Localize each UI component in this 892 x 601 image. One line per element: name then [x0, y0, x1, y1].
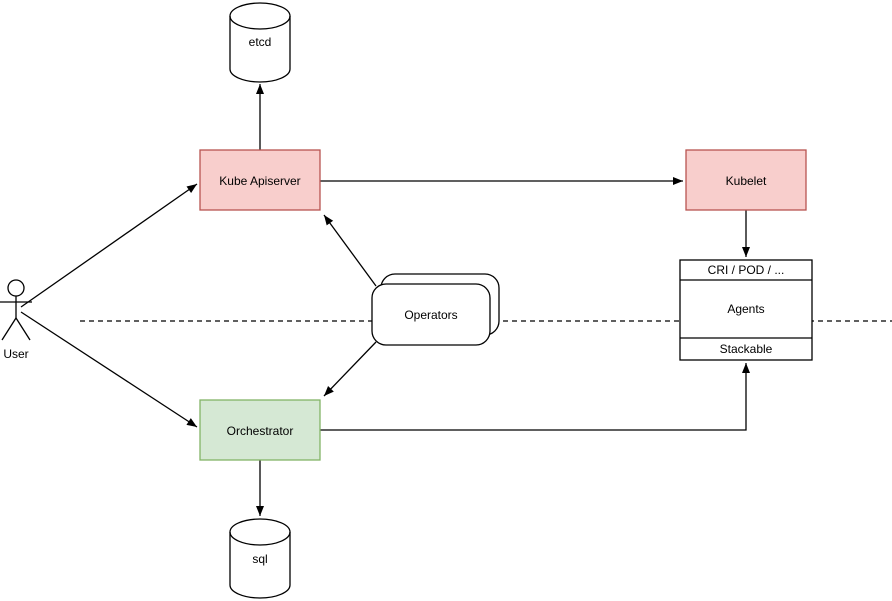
operators-node: Operators	[371, 273, 500, 346]
kube-apiserver-box	[199, 149, 321, 211]
agents-header-label: CRI / POD / ...	[708, 263, 785, 277]
etcd-label: etcd	[249, 35, 272, 49]
orchestrator-node: Orchestrator	[199, 399, 321, 461]
edge-operators-to-orchestrator	[323, 341, 377, 397]
kubelet-node: Kubelet	[685, 149, 807, 211]
kube-apiserver-label: Kube Apiserver	[219, 174, 300, 188]
user-label: User	[3, 347, 28, 361]
edge-user-to-kube-apiserver	[20, 183, 198, 308]
kube-apiserver-node: Kube Apiserver	[199, 149, 321, 211]
edge-orchestrator-to-agents-stackable	[320, 363, 750, 431]
agents-box	[679, 259, 813, 361]
user-actor-icon	[0, 279, 32, 341]
sql-node: sql	[229, 518, 291, 599]
edge-user-to-orchestrator	[20, 311, 198, 428]
database-cylinder-icon	[229, 2, 291, 83]
orchestrator-label: Orchestrator	[227, 424, 294, 438]
orchestrator-box	[199, 399, 321, 461]
etcd-node: etcd	[229, 2, 291, 83]
database-cylinder-icon	[229, 518, 291, 599]
cylinder-top-arc	[229, 15, 291, 30]
operators-front-card	[371, 283, 491, 346]
agents-node: CRI / POD / ... Agents Stackable	[679, 259, 813, 361]
kubelet-label: Kubelet	[726, 174, 767, 188]
user-node: User	[0, 279, 32, 361]
agents-label: Agents	[727, 302, 764, 316]
operators-label: Operators	[404, 308, 457, 322]
cylinder-top-arc	[229, 531, 291, 546]
kubelet-box	[685, 149, 807, 211]
agents-footer-label: Stackable	[720, 342, 773, 356]
edge-operators-to-kube-apiserver	[323, 214, 377, 287]
sql-label: sql	[252, 552, 267, 566]
